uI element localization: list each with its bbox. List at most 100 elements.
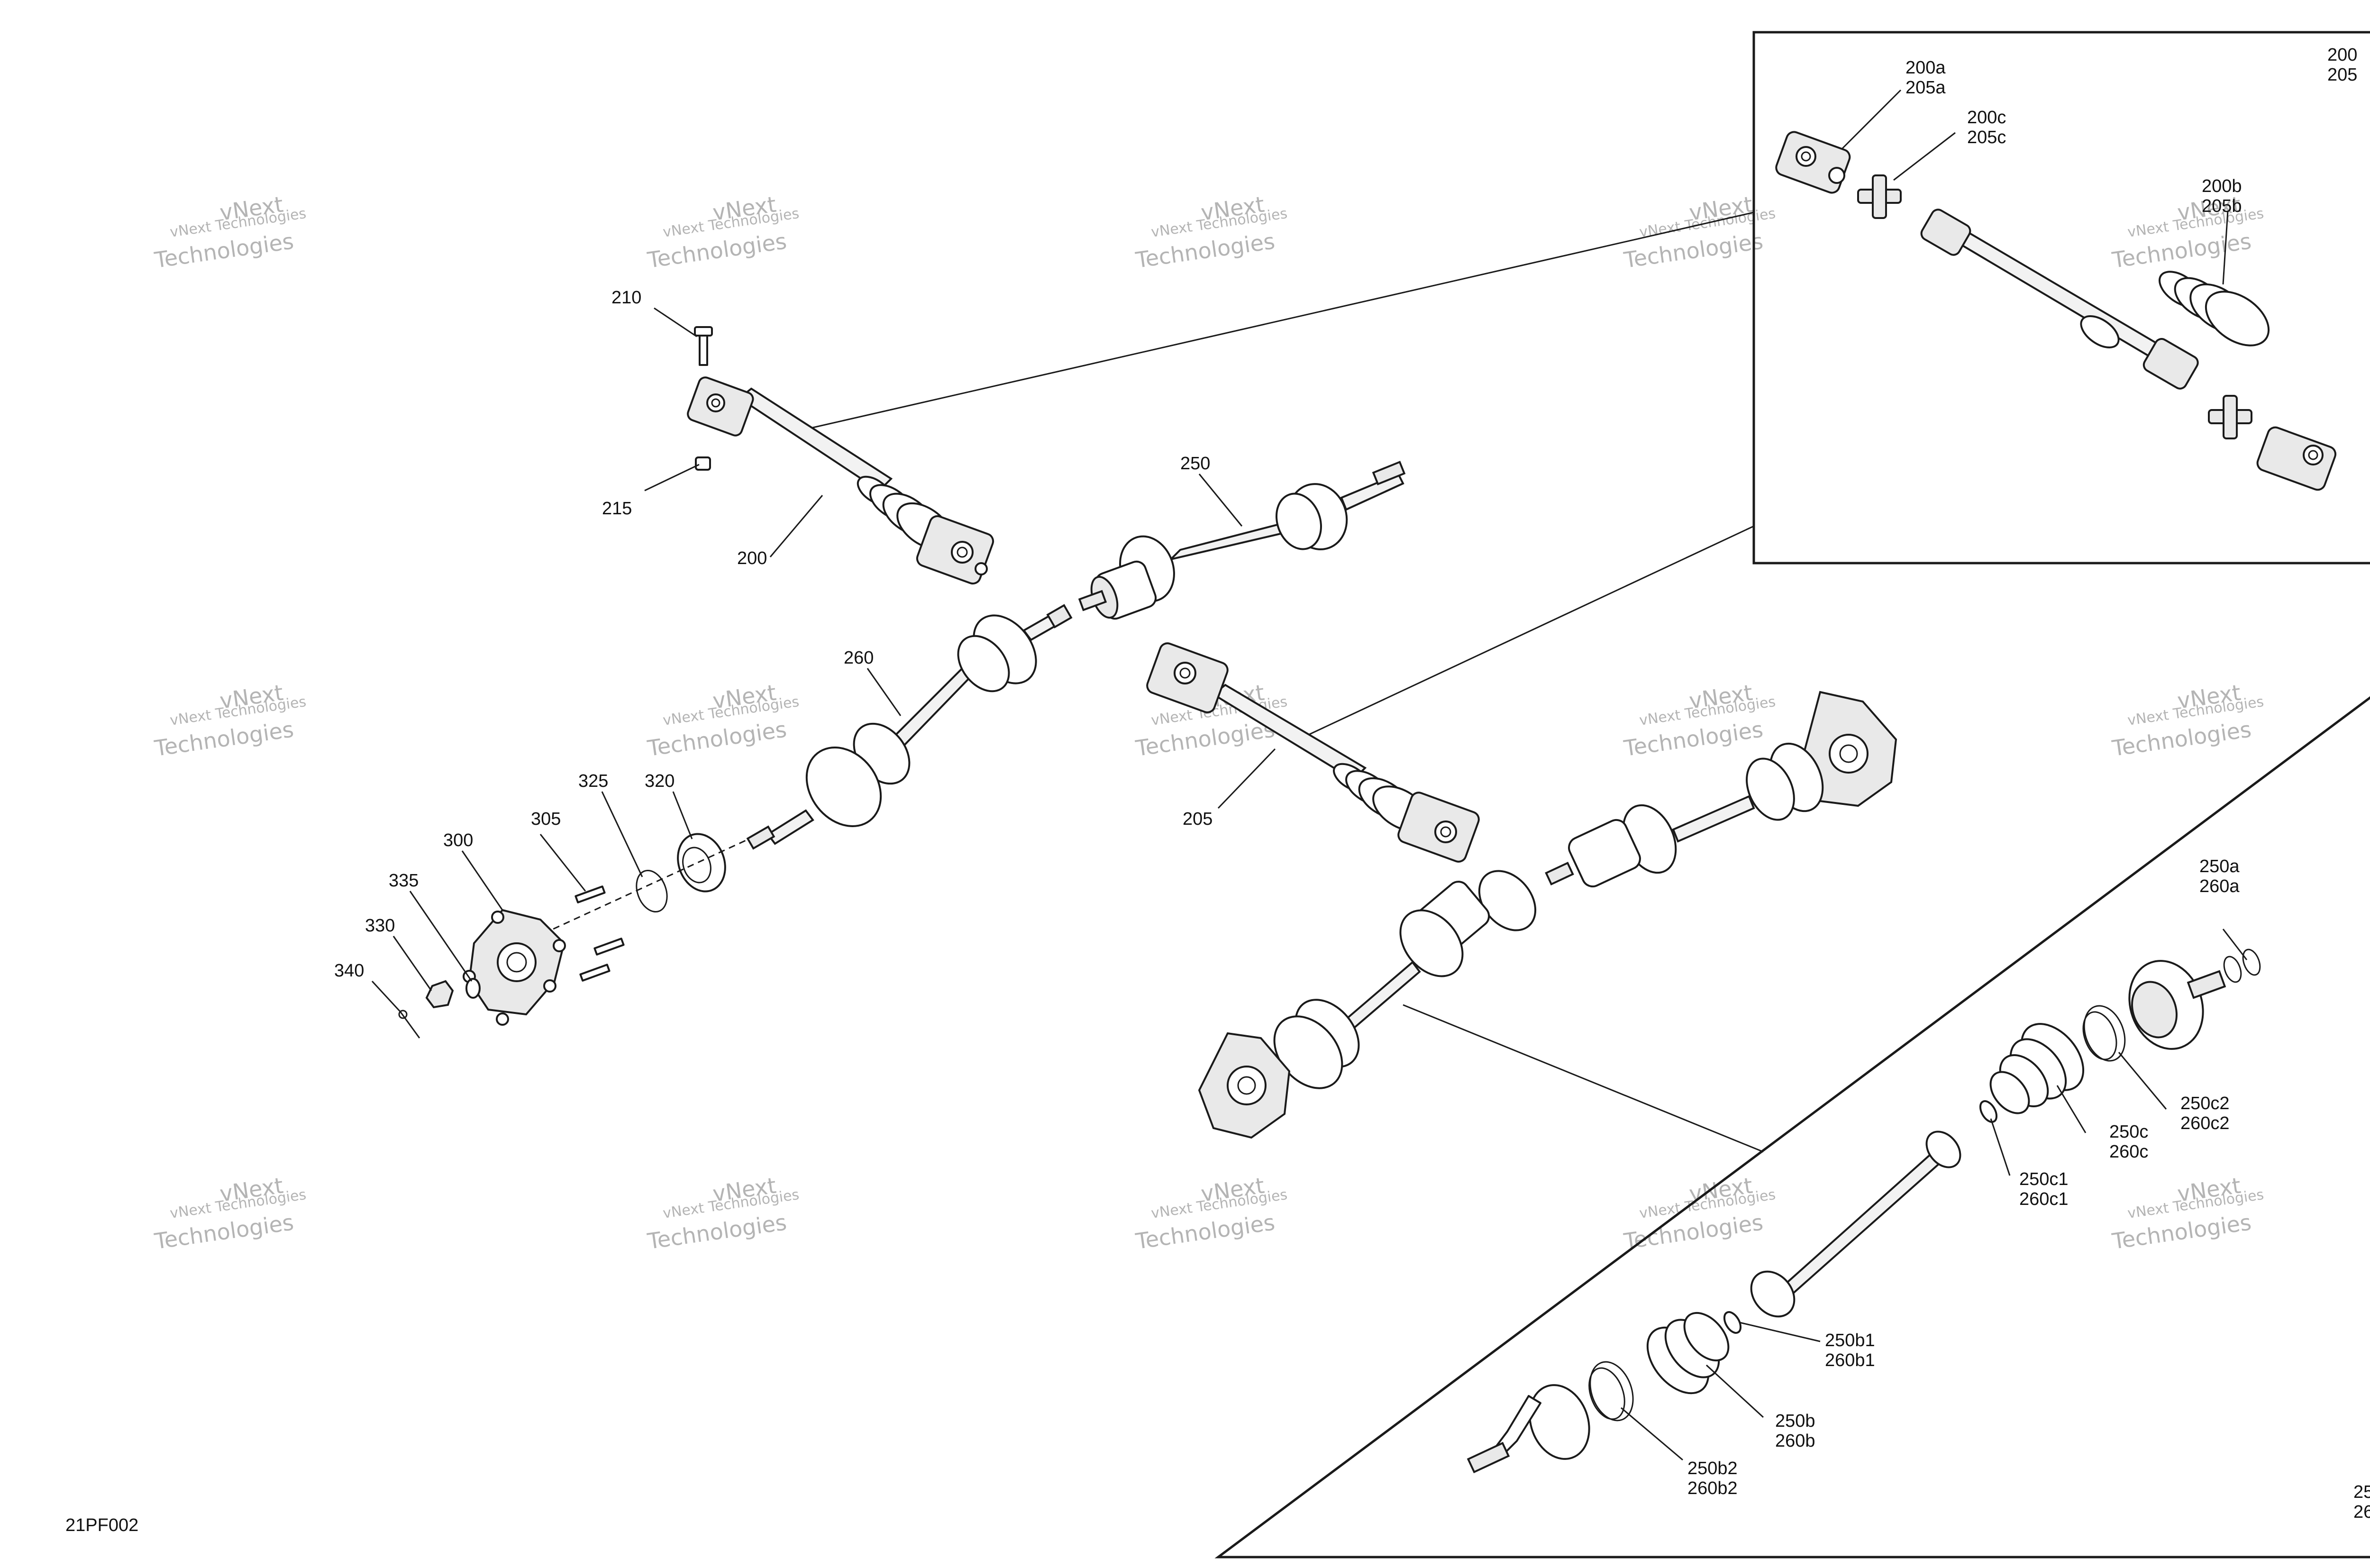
cross-200c-bottom	[2208, 395, 2252, 439]
watermark-10: vNext Technologies vNext Technologies	[2110, 680, 2265, 761]
bolt-210	[694, 326, 713, 366]
drive-shaft-260-inner-joint	[746, 722, 911, 850]
boot-250c	[1989, 1023, 2085, 1114]
label-250c: 250c	[2109, 1122, 2148, 1142]
boot-250b	[1646, 1312, 1730, 1395]
label-250a: 250a	[2199, 857, 2240, 876]
clamp-250c1	[1979, 1100, 1998, 1123]
label-250: 250	[1180, 454, 1210, 474]
label-260: 260	[844, 648, 874, 668]
watermark-11: vNext Technologies vNext Technologies	[153, 1173, 307, 1254]
label-260b2: 260b2	[1687, 1478, 1738, 1498]
label-205a: 205a	[1905, 78, 1946, 98]
inset-bottom-parts	[1467, 948, 2261, 1474]
bolts-305	[574, 885, 625, 982]
label-335: 335	[389, 871, 419, 891]
clamp-250b1	[1723, 1311, 1742, 1334]
washer-335	[465, 978, 481, 999]
yoke-200a	[1775, 131, 1851, 194]
watermarks: vNext Technologies vNext Technologies vN…	[153, 191, 2265, 1254]
nut-215	[695, 456, 711, 471]
inset-bottom-corner-label: 250	[2353, 1482, 2370, 1502]
propshaft-200	[687, 326, 994, 585]
inset-top-corner-label-2: 205	[2327, 65, 2357, 85]
label-250b1: 250b1	[1825, 1331, 1875, 1350]
connector-lines	[796, 211, 1764, 1153]
inset-shaft-250	[1750, 1130, 1961, 1318]
label-260a: 260a	[2199, 876, 2240, 896]
label-330: 330	[365, 916, 395, 936]
watermark-13: vNext Technologies vNext Technologies	[1134, 1173, 1288, 1254]
label-250b2: 250b2	[1687, 1459, 1738, 1478]
label-300: 300	[443, 830, 473, 850]
inset-bottom-labels: 250 260 250a 260a 250c2 260c2 250c 260c …	[1687, 857, 2370, 1522]
clamp-250b2	[1588, 1361, 1634, 1422]
label-305: 305	[531, 809, 561, 829]
label-260c: 260c	[2109, 1142, 2148, 1162]
wheel-hub-assembly	[398, 833, 749, 1039]
inset-top-corner-label: 200	[2327, 45, 2357, 65]
label-320: 320	[645, 771, 675, 791]
label-205c: 205c	[1967, 128, 2006, 147]
label-205: 205	[1183, 809, 1212, 829]
propshaft-205-front-yoke	[1146, 642, 1229, 713]
diagram-code: 21PF002	[65, 1515, 138, 1535]
label-200c: 200c	[1967, 108, 2006, 128]
label-260c2: 260c2	[2180, 1113, 2230, 1133]
drive-shaft-250-inner-joint	[1078, 535, 1175, 620]
hub-300	[463, 909, 566, 1026]
leader-lines	[371, 89, 2248, 1461]
label-200b: 200b	[2202, 176, 2242, 196]
cotter-pin-340	[398, 1010, 420, 1039]
label-260c1: 260c1	[2019, 1189, 2069, 1209]
part-labels: 210 215 200 250 260 205 325 320 305 300 …	[334, 288, 1212, 981]
inset-top-labels: 200 205 200a 205a 200c 205c 200b 205b	[1905, 45, 2357, 216]
inset-top-parts	[1775, 131, 2337, 491]
watermark-7: vNext Technologies vNext Technologies	[646, 680, 800, 761]
boot-200b	[2159, 271, 2270, 346]
inset-bottom-frame	[1214, 696, 2370, 1559]
propshaft-205	[1146, 642, 1480, 863]
circlip-250a	[2223, 948, 2261, 983]
inset-top-frame	[1752, 31, 2370, 565]
label-205b: 205b	[2202, 196, 2242, 216]
label-260b1: 260b1	[1825, 1350, 1875, 1370]
label-200a: 200a	[1905, 58, 1946, 78]
label-325: 325	[578, 771, 608, 791]
inset-bottom-corner-label-2: 260	[2353, 1502, 2370, 1522]
yoke-200a-bottom	[2256, 426, 2337, 491]
watermark-2: vNext Technologies vNext Technologies	[646, 191, 800, 273]
label-340: 340	[334, 961, 364, 981]
inset-shaft-200	[1920, 209, 2199, 390]
drive-shaft-250-outer-joint	[1275, 461, 1406, 550]
propshaft-200-front-yoke	[687, 376, 754, 437]
watermark-12: vNext Technologies vNext Technologies	[646, 1173, 800, 1254]
assembly-right-hub	[1800, 691, 1897, 807]
watermark-5: vNext Technologies vNext Technologies	[2110, 191, 2265, 273]
propshaft-200-rear-yoke	[916, 515, 994, 585]
label-260b: 260b	[1775, 1431, 1815, 1451]
watermark-3: vNext Technologies vNext Technologies	[1134, 191, 1288, 273]
watermark-15: vNext Technologies vNext Technologies	[2110, 1173, 2265, 1254]
circlip-325	[636, 869, 668, 913]
drive-shaft-260	[746, 604, 1073, 850]
label-250c1: 250c1	[2019, 1169, 2069, 1189]
watermark-9: vNext Technologies vNext Technologies	[1622, 680, 1777, 761]
cross-200c-top	[1857, 174, 1902, 219]
inner-housing-250a	[2128, 960, 2226, 1050]
half-shaft-assembly	[1198, 691, 1897, 1139]
outer-joint-250b	[1467, 1384, 1590, 1474]
label-215: 215	[602, 499, 632, 519]
clamp-250c2	[2082, 1005, 2126, 1062]
bearing-320	[677, 833, 726, 893]
propshaft-205-rear-yoke	[1397, 792, 1480, 863]
drive-shaft-260-outer-joint	[957, 604, 1073, 693]
assembly-lower-joint	[1273, 870, 1537, 1089]
watermark-1: vNext Technologies vNext Technologies	[153, 191, 307, 273]
label-250c2: 250c2	[2180, 1094, 2230, 1113]
assembly-upper-joint	[1545, 742, 1824, 888]
label-210: 210	[611, 288, 641, 308]
assembly-left-hub	[1198, 1032, 1291, 1139]
drive-shaft-250	[1078, 461, 1406, 620]
